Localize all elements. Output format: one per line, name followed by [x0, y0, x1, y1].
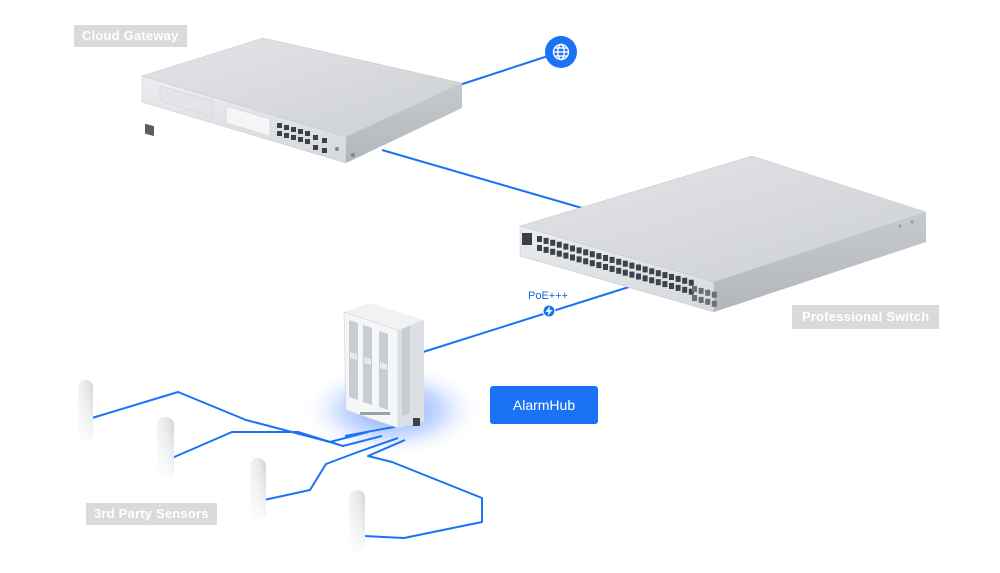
- lightning-bolt-icon: [542, 304, 556, 318]
- alarmhub-label: AlarmHub: [490, 386, 598, 424]
- switch-sfp-port: [705, 289, 711, 296]
- switch-port: [589, 251, 595, 258]
- switch-port: [596, 253, 602, 260]
- sensor-post: [349, 490, 365, 552]
- switch-sfp-port: [698, 296, 704, 303]
- sensor-post: [250, 458, 266, 520]
- switch-port: [570, 245, 575, 252]
- switch-port: [609, 265, 615, 272]
- switch-port: [675, 284, 681, 291]
- switch-port: [543, 237, 549, 244]
- switch-port: [622, 269, 628, 276]
- switch-sfp-port: [692, 286, 697, 292]
- switch-port: [563, 243, 569, 250]
- switch-port: [550, 248, 556, 255]
- switch-port: [537, 236, 542, 242]
- switch-port: [603, 255, 608, 261]
- switch-port: [556, 250, 562, 257]
- switch-port: [649, 268, 655, 275]
- switch-port: [583, 249, 589, 256]
- switch-ports: [537, 236, 717, 307]
- switch-port: [688, 279, 694, 286]
- switch-port: [583, 258, 589, 265]
- switch-port: [576, 247, 582, 254]
- switch-port: [622, 260, 628, 267]
- switch-port: [589, 260, 595, 267]
- switch-port: [642, 266, 648, 273]
- sensor-post: [157, 417, 174, 479]
- switch-alarmhub-poe-link: [419, 285, 633, 354]
- professional-switch-label: Professional Switch: [792, 305, 940, 329]
- switch-port: [662, 272, 668, 279]
- cloud-gateway-label: Cloud Gateway: [74, 25, 187, 47]
- switch-port: [603, 264, 608, 270]
- switch-sfp-port: [711, 291, 717, 298]
- switch-sfp-port: [698, 287, 704, 294]
- switch-port: [550, 239, 556, 246]
- switch-port: [609, 256, 615, 263]
- switch-port: [570, 254, 575, 261]
- switch-port: [629, 271, 635, 278]
- switch-port: [576, 256, 582, 263]
- switch-port: [655, 279, 661, 286]
- cloud-gateway-device: [141, 37, 463, 164]
- switch-port: [537, 245, 542, 251]
- switch-port: [669, 274, 674, 280]
- professional-switch-device: [519, 155, 927, 313]
- switch-sfp-port: [711, 300, 717, 307]
- switch-port: [616, 267, 622, 274]
- switch-port: [682, 277, 688, 284]
- globe-icon: [545, 36, 577, 68]
- switch-port: [543, 246, 549, 253]
- switch-port: [563, 252, 569, 259]
- switch-port: [642, 275, 648, 282]
- switch-port: [556, 241, 562, 248]
- switch-port: [649, 277, 655, 284]
- switch-port: [682, 286, 688, 293]
- poe-label: PoE+++: [528, 290, 569, 302]
- switch-port: [616, 258, 622, 265]
- sensor-posts: [78, 380, 365, 552]
- switch-sfp-port: [705, 298, 711, 305]
- switch-port: [688, 288, 694, 295]
- sensors-label: 3rd Party Sensors: [86, 503, 217, 525]
- alarmhub-device: [343, 303, 424, 429]
- switch-port: [636, 273, 641, 280]
- gateway-switch-link: [381, 149, 583, 209]
- switch-port: [655, 270, 661, 277]
- switch-port: [669, 283, 674, 289]
- switch-port: [675, 275, 681, 282]
- switch-port: [596, 262, 602, 269]
- switch-sfp-port: [692, 295, 697, 301]
- switch-port: [662, 281, 668, 288]
- switch-port: [636, 264, 641, 271]
- sensor-wires: [91, 391, 483, 539]
- switch-port: [629, 262, 635, 269]
- sensor-post: [78, 380, 93, 442]
